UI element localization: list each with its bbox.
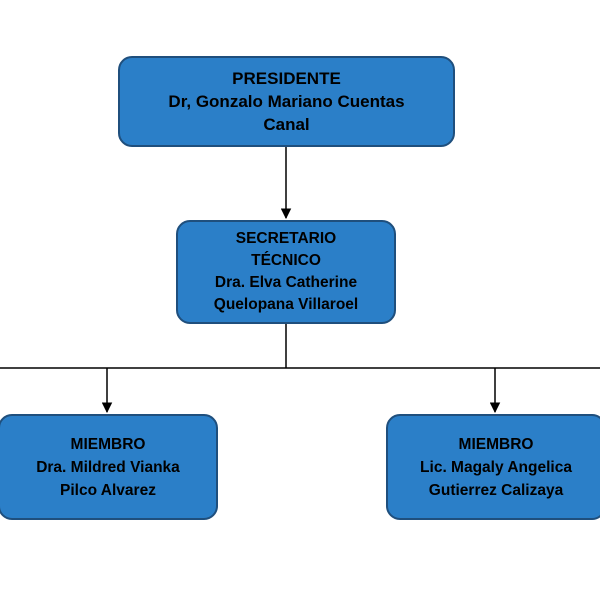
member-2-role: MIEMBRO	[458, 435, 534, 453]
node-secretary: SECRETARIO TÉCNICO Dra. Elva Catherine Q…	[176, 220, 396, 324]
secretary-role-line2: TÉCNICO	[251, 252, 321, 269]
member-1-role: MIEMBRO	[70, 435, 146, 453]
secretary-name-line1: Dra. Elva Catherine	[214, 274, 358, 291]
member-2-name-line1: Lic. Magaly Angelica	[420, 458, 572, 476]
secretary-role-line1: SECRETARIO	[235, 230, 337, 247]
president-name-line2: Canal	[263, 115, 310, 134]
node-member-1: MIEMBRO Dra. Mildred Vianka Pilco Alvare…	[0, 414, 218, 520]
president-role: PRESIDENTE	[232, 69, 341, 88]
node-president: PRESIDENTE Dr, Gonzalo Mariano Cuentas C…	[118, 56, 455, 147]
node-member-2: MIEMBRO Lic. Magaly Angelica Gutierrez C…	[386, 414, 600, 520]
president-name-line1: Dr, Gonzalo Mariano Cuentas	[168, 92, 405, 111]
member-2-name-line2: Gutierrez Calizaya	[428, 481, 564, 499]
secretary-name-line2: Quelopana Villaroel	[213, 296, 359, 313]
member-1-name-line2: Pilco Alvarez	[60, 481, 156, 499]
member-1-name-line1: Dra. Mildred Vianka	[36, 458, 180, 476]
